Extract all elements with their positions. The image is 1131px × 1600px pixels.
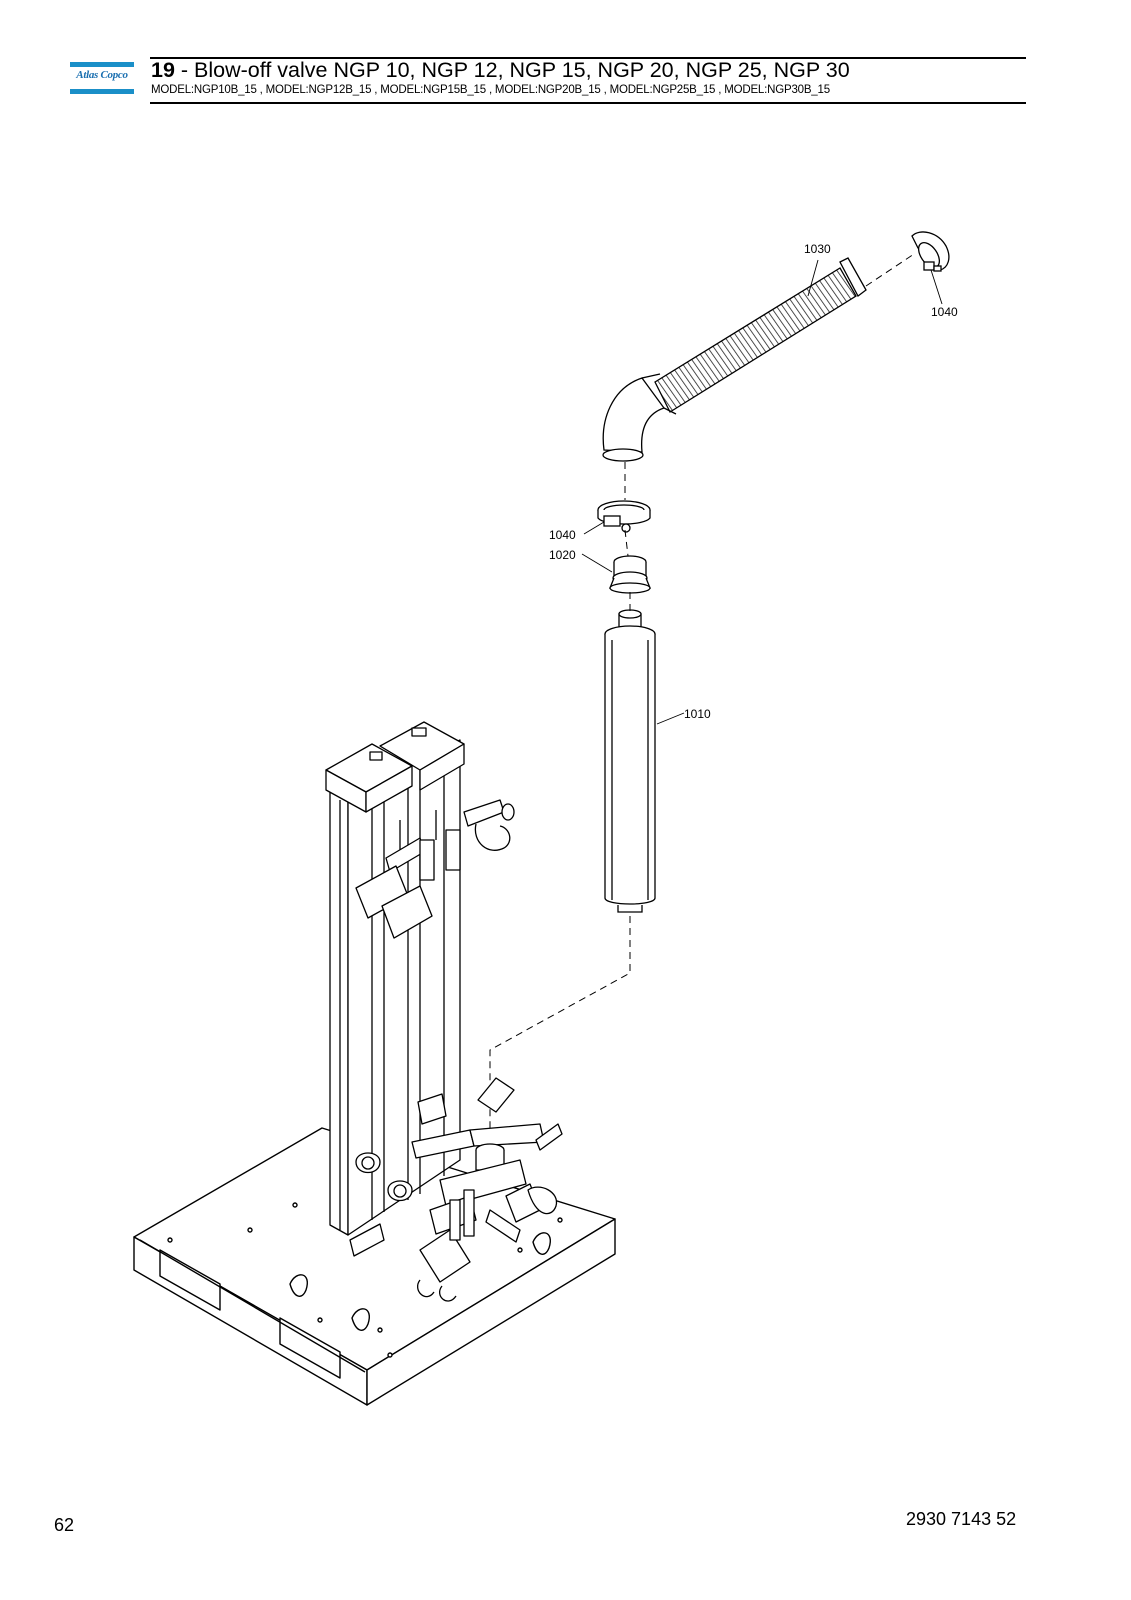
callout-1040-mid: 1040	[549, 528, 576, 542]
hose-clamp-mid	[597, 500, 651, 533]
corrugated-hose	[602, 257, 867, 462]
page-number: 62	[54, 1515, 75, 1535]
logo-bar-top	[70, 62, 134, 67]
callout-1020: 1020	[549, 548, 576, 562]
atlas-copco-logo: Atlas Copco	[70, 62, 134, 96]
document-number: 2930 7143 52	[906, 1509, 1017, 1529]
silencer	[604, 609, 656, 913]
model-list: MODEL:NGP10B_15 , MODEL:NGP12B_15 , MODE…	[151, 84, 830, 96]
adsorption-vessels	[325, 721, 563, 1302]
callout-1010: 1010	[684, 707, 711, 721]
callout-leaders	[581, 259, 943, 725]
page-title: 19 - Blow-off valve NGP 10, NGP 12, NGP …	[151, 58, 850, 83]
callout-1030: 1030	[804, 242, 831, 256]
callout-1040-top: 1040	[931, 305, 958, 319]
adapter-fitting	[609, 555, 651, 594]
section-title: - Blow-off valve NGP 10, NGP 12, NGP 15,…	[174, 58, 850, 82]
logo-bar-bottom	[70, 89, 134, 94]
header-rule-top	[150, 57, 1026, 59]
hose-clamp-top	[911, 231, 950, 272]
section-number: 19	[151, 58, 175, 82]
header-rule-bottom	[150, 102, 1026, 104]
logo-text: Atlas Copco	[76, 69, 128, 81]
